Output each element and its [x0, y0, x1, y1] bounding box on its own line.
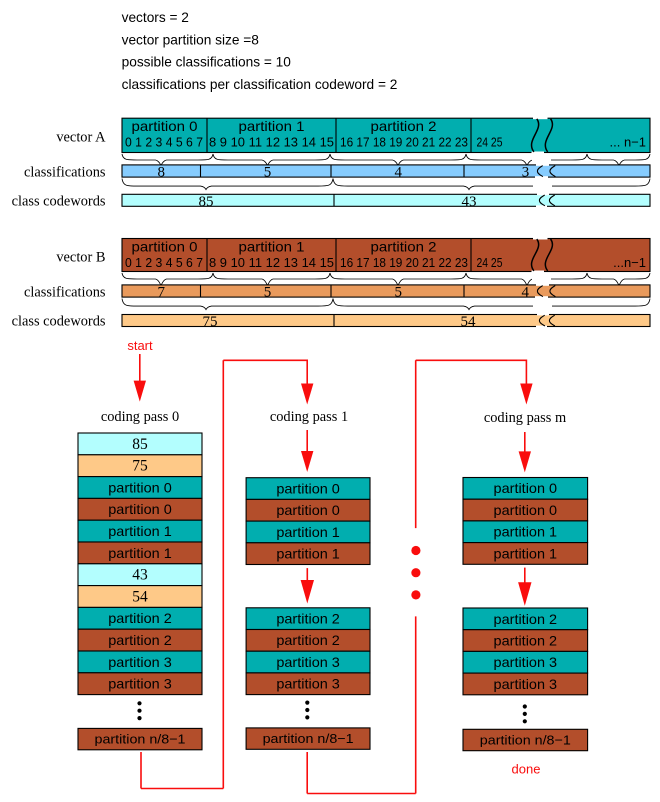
svg-text:54: 54 — [461, 314, 477, 330]
svg-text:...n−1: ...n−1 — [613, 255, 646, 270]
svg-text:partition 3: partition 3 — [276, 676, 340, 692]
svg-text:partition 0: partition 0 — [276, 502, 340, 518]
svg-text:24 25: 24 25 — [477, 135, 503, 150]
svg-text:partition 2: partition 2 — [494, 633, 558, 649]
svg-text:partition 1: partition 1 — [108, 523, 172, 539]
svg-text:75: 75 — [132, 458, 148, 475]
svg-text:partition 1: partition 1 — [239, 118, 305, 134]
svg-text:partition 3: partition 3 — [276, 654, 340, 670]
svg-text:partition 0: partition 0 — [108, 501, 172, 517]
svg-text:partition 1: partition 1 — [276, 524, 340, 540]
svg-text:... n−1: ... n−1 — [610, 135, 647, 150]
svg-text:partition 1: partition 1 — [494, 524, 558, 540]
svg-text:0 1 2 3 4 5 6 7: 0 1 2 3 4 5 6 7 — [125, 135, 203, 150]
svg-text:partition 2: partition 2 — [276, 611, 340, 627]
svg-text:classifications: classifications — [24, 284, 106, 300]
svg-text:class codewords: class codewords — [12, 314, 106, 330]
svg-text:partition 1: partition 1 — [494, 545, 558, 561]
svg-text:partition 2: partition 2 — [371, 239, 437, 255]
svg-text:coding pass m: coding pass m — [484, 410, 566, 426]
svg-text:partition n/8−1: partition n/8−1 — [263, 731, 354, 746]
svg-text:4: 4 — [395, 165, 403, 181]
svg-text:partition 1: partition 1 — [239, 239, 305, 255]
svg-text:43: 43 — [132, 567, 148, 584]
svg-text:partition 2: partition 2 — [276, 632, 340, 648]
svg-text:partition 0: partition 0 — [276, 480, 340, 496]
svg-text:7: 7 — [157, 285, 165, 301]
svg-text:coding pass 1: coding pass 1 — [270, 409, 348, 425]
svg-text:partition 3: partition 3 — [494, 654, 558, 670]
svg-text:5: 5 — [264, 165, 272, 181]
svg-text:partition 2: partition 2 — [494, 611, 558, 627]
svg-text:classifications: classifications — [24, 164, 106, 180]
svg-text:partition 0: partition 0 — [494, 480, 558, 496]
svg-text:partition n/8−1: partition n/8−1 — [480, 732, 571, 747]
svg-text:85: 85 — [199, 194, 214, 210]
svg-text:partition 3: partition 3 — [494, 676, 558, 692]
svg-text:classifications per classifica: classifications per classification codew… — [122, 77, 398, 92]
svg-text:possible classifications = 10: possible classifications = 10 — [122, 55, 292, 70]
svg-text:43: 43 — [462, 194, 477, 210]
svg-text:vectors = 2: vectors = 2 — [122, 10, 189, 25]
svg-text:partition 3: partition 3 — [108, 654, 172, 670]
svg-text:partition 2: partition 2 — [108, 610, 172, 626]
svg-text:partition 0: partition 0 — [132, 118, 198, 134]
svg-text:16 17 18 19 20 21 22 23: 16 17 18 19 20 21 22 23 — [340, 255, 468, 270]
svg-text:partition 0: partition 0 — [132, 239, 198, 255]
svg-text:partition 3: partition 3 — [108, 676, 172, 692]
svg-text:5: 5 — [395, 285, 403, 301]
svg-text:done: done — [512, 762, 541, 777]
svg-text:vector partition size =8: vector partition size =8 — [122, 32, 260, 47]
svg-text:partition n/8−1: partition n/8−1 — [95, 732, 186, 747]
svg-text:4: 4 — [522, 285, 530, 301]
svg-text:partition 1: partition 1 — [108, 545, 172, 561]
svg-text:partition 0: partition 0 — [494, 502, 558, 518]
svg-text:partition 2: partition 2 — [108, 632, 172, 648]
svg-text:partition 2: partition 2 — [371, 118, 437, 134]
svg-text:0 1 2 3 4 5 6 7: 0 1 2 3 4 5 6 7 — [125, 255, 203, 270]
svg-text:5: 5 — [264, 285, 272, 301]
svg-text:start: start — [127, 338, 153, 353]
svg-text:coding pass 0: coding pass 0 — [101, 409, 179, 425]
svg-text:24 25: 24 25 — [477, 255, 503, 270]
svg-text:85: 85 — [132, 436, 148, 453]
svg-text:54: 54 — [132, 588, 148, 605]
svg-text:vector A: vector A — [56, 130, 106, 146]
svg-text:vector B: vector B — [56, 250, 105, 266]
svg-text:8 9 10 11 12 13 14 15: 8 9 10 11 12 13 14 15 — [209, 255, 334, 270]
svg-text:8: 8 — [157, 165, 165, 181]
svg-text:3: 3 — [522, 165, 530, 181]
svg-text:75: 75 — [203, 314, 218, 330]
svg-text:partition 0: partition 0 — [108, 479, 172, 495]
svg-text:partition 1: partition 1 — [276, 546, 340, 562]
svg-text:16 17 18 19 20 21 22 23: 16 17 18 19 20 21 22 23 — [340, 135, 468, 150]
svg-text:class codewords: class codewords — [12, 194, 106, 210]
svg-text:8 9 10 11 12 13 14 15: 8 9 10 11 12 13 14 15 — [209, 135, 334, 150]
